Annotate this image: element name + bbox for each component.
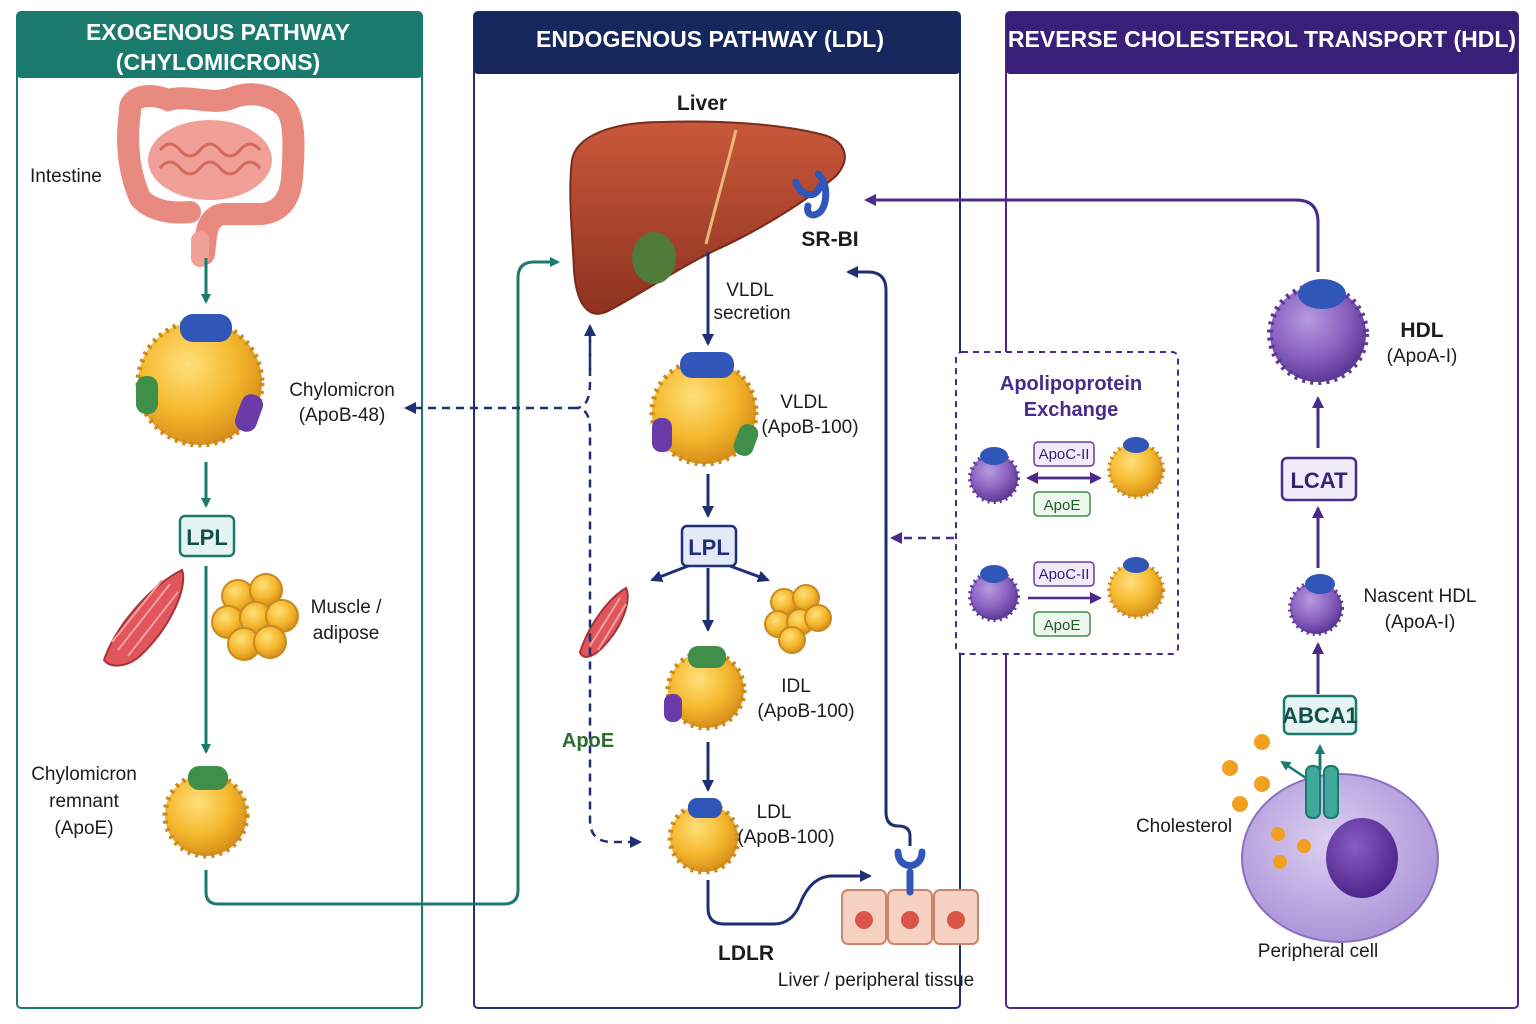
vldl-label-line1: VLDL	[780, 392, 828, 413]
lcat-label: LCAT	[1290, 468, 1348, 493]
ldl-label-line2: (ApoB-100)	[737, 827, 834, 848]
ldl-particle	[667, 798, 741, 875]
vldl-secretion-line1: VLDL	[726, 280, 774, 301]
arrow-efflux-cholesterol	[1280, 760, 1307, 780]
muscle-icon	[102, 568, 185, 667]
endo-adipose-icon	[764, 584, 832, 654]
arrow-remnant-to-liver	[204, 257, 560, 906]
arrow-lpl-to-adipose	[729, 564, 770, 583]
apoe-pathway-label: ApoE	[562, 730, 614, 752]
idl-label-line1: IDL	[781, 676, 811, 697]
ldlr-label: LDLR	[718, 942, 774, 965]
reverse-title: REVERSE CHOLESTEROL TRANSPORT (HDL)	[1008, 26, 1516, 52]
nascent-hdl-line1: Nascent HDL	[1364, 586, 1477, 607]
liver-icon	[569, 120, 846, 315]
remnant-label-line1: Chylomicron	[31, 764, 137, 785]
vldl-apoc-protein	[652, 418, 672, 452]
vldl-particle	[649, 352, 759, 467]
cholesterol-label: Cholesterol	[1136, 816, 1232, 837]
vldl-label-line2: (ApoB-100)	[761, 417, 858, 438]
exchange-hdl-particle-b	[968, 565, 1020, 622]
endo-lpl-box: LPL	[680, 524, 738, 568]
abca1-transporter-left	[1305, 765, 1321, 819]
srbi-label: SR-BI	[801, 228, 858, 251]
exchange-apoe-label-a: ApoE	[1044, 497, 1081, 514]
exchange-vldl-particle-a	[1107, 437, 1165, 499]
exo-lpl-label: LPL	[186, 525, 228, 550]
exchange-title-line2: Exchange	[1024, 399, 1118, 421]
exogenous-panel	[16, 11, 423, 1009]
ldlr-receptor-icon	[894, 848, 926, 896]
abca1-box: ABCA1	[1282, 694, 1358, 736]
muscle-adipose-line1: Muscle /	[311, 597, 382, 618]
arrow-hdl-to-srbi	[864, 194, 1320, 272]
chylomicron-label-line2: (ApoB-48)	[299, 405, 386, 426]
tissue-cells-icon	[841, 889, 979, 945]
liver-label: Liver	[677, 92, 727, 115]
dashed-apoe-pathway	[575, 326, 642, 848]
ldl-label-line1: LDL	[757, 802, 792, 823]
arrow-tissue-to-liver	[846, 266, 912, 846]
chylomicron-label-line1: Chylomicron	[289, 380, 395, 401]
exchange-apoc2-label-b: ApoC-II	[1039, 566, 1090, 583]
remnant-label-line3: (ApoE)	[54, 818, 113, 839]
peripheral-cell-label: Peripheral cell	[1258, 941, 1378, 962]
exo-lpl-box: LPL	[178, 514, 236, 558]
exogenous-title-line1: EXOGENOUS PATHWAY	[86, 19, 350, 45]
nascent-hdl-particle	[1288, 574, 1344, 636]
tissue-label: Liver / peripheral tissue	[778, 970, 974, 991]
idl-particle	[664, 646, 747, 731]
idl-apoe-protein	[688, 646, 726, 668]
hdl-label-line1: HDL	[1400, 319, 1443, 342]
vldl-apob100-protein	[680, 352, 734, 378]
hdl-particle	[1267, 279, 1369, 385]
remnant-apoe-protein	[188, 766, 228, 790]
hdl-apoa1-protein	[1298, 279, 1346, 309]
endo-lpl-label: LPL	[688, 535, 730, 560]
exchange-vldl-particle-b	[1107, 557, 1165, 619]
endogenous-title: ENDOGENOUS PATHWAY (LDL)	[536, 26, 884, 52]
adipose-icon	[211, 573, 299, 661]
cholesterol-droplets-icon	[1222, 734, 1311, 869]
vldl-apoe-protein	[733, 424, 759, 456]
exchange-apoe-label-b: ApoE	[1044, 617, 1081, 634]
chylomicron-particle	[135, 314, 265, 448]
arrow-lpl-to-muscle	[650, 564, 689, 582]
abca1-transporter-right	[1323, 765, 1339, 819]
vldl-secretion-line2: secretion	[713, 303, 790, 324]
idl-label-line2: (ApoB-100)	[757, 701, 854, 722]
hdl-label-line2: (ApoA-I)	[1387, 346, 1458, 367]
intestine-label: Intestine	[30, 166, 102, 187]
exchange-hdl-particle-a	[968, 447, 1020, 504]
idl-apoc-protein	[664, 694, 682, 722]
nucleus-icon	[1326, 818, 1398, 898]
exchange-apoc2-label-a: ApoC-II	[1039, 446, 1090, 463]
exchange-apoc2-box-a: ApoC-II	[1033, 441, 1095, 467]
chylomicron-remnant-particle	[162, 766, 250, 859]
muscle-adipose-line2: adipose	[313, 623, 380, 644]
exchange-apoe-box-b: ApoE	[1033, 611, 1091, 637]
ldl-apob100-protein	[688, 798, 722, 818]
peripheral-cell-icon	[1241, 765, 1439, 943]
exchange-title-line1: Apolipoprotein	[1000, 373, 1142, 395]
exchange-apoe-box-a: ApoE	[1033, 491, 1091, 517]
arrow-ldl-to-ldlr	[706, 870, 872, 926]
srbi-receptor-icon	[792, 170, 830, 219]
abca1-label: ABCA1	[1282, 703, 1358, 728]
nascent-hdl-line2: (ApoA-I)	[1385, 612, 1456, 633]
remnant-label-line2: remnant	[49, 791, 119, 812]
intestine-icon	[117, 83, 305, 267]
endo-muscle-icon	[578, 586, 629, 658]
lcat-box: LCAT	[1280, 456, 1358, 502]
apoc-protein	[234, 394, 264, 432]
apoe-protein	[136, 376, 158, 414]
exchange-apoc2-box-b: ApoC-II	[1033, 561, 1095, 587]
exogenous-title-line2: (CHYLOMICRONS)	[116, 49, 320, 75]
apob48-protein	[180, 314, 232, 342]
